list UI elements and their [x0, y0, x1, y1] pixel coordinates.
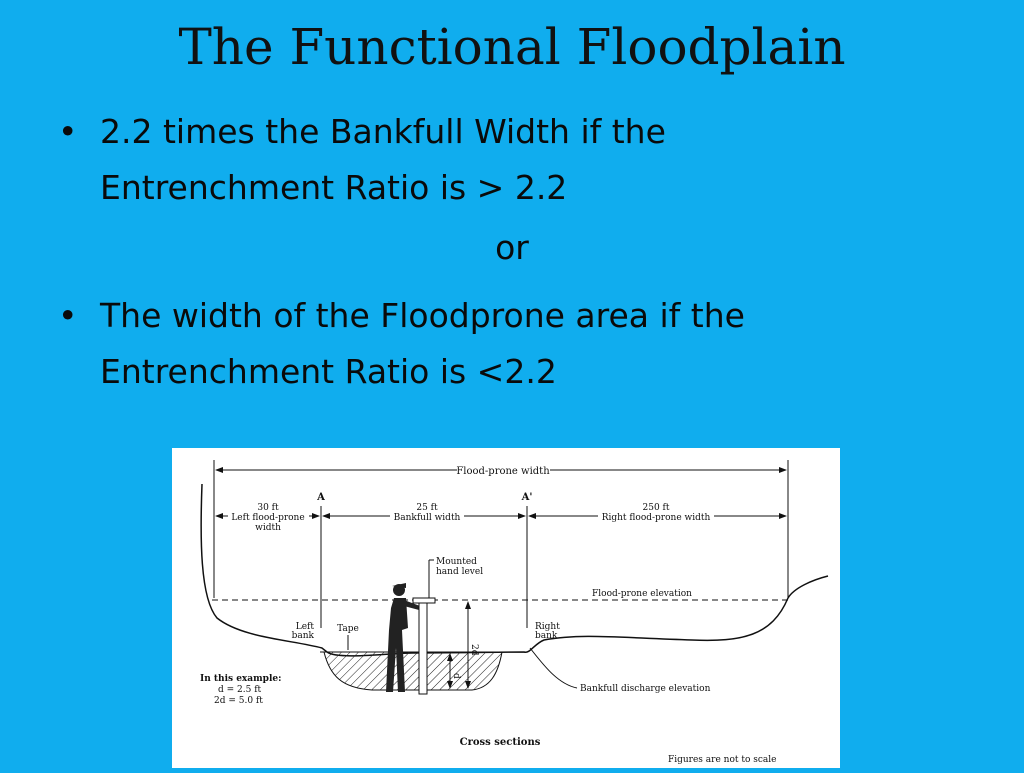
mounted-label-2: hand level: [436, 567, 483, 577]
survey-rod: [418, 597, 428, 695]
left-bank-label-2: bank: [292, 631, 315, 641]
right-width-value: 250 ft: [643, 503, 670, 513]
two-d-label: 2d: [469, 644, 479, 656]
bullet-dot: •: [58, 296, 78, 335]
slide-title: The Functional Floodplain: [178, 18, 846, 76]
flood-prone-width-label: Flood-prone width: [456, 466, 550, 477]
figure-note: Figures are not to scale: [668, 755, 776, 765]
bullet-item-1: • 2.2 times the Bankfull Width if the En…: [58, 104, 958, 216]
cross-section-diagram: Flood-prone width A A' 30 ft Left flood-…: [200, 460, 829, 765]
bankfull-discharge-leader: [529, 647, 578, 689]
example-title: In this example:: [200, 674, 281, 684]
connector-or: or: [495, 228, 529, 267]
bullet-2-line-2: Entrenchment Ratio is <2.2: [100, 352, 557, 391]
left-bank-label-1: Left: [296, 622, 315, 632]
right-bank-label-2: bank: [535, 631, 558, 641]
point-a-prime-label: A': [521, 492, 533, 503]
d-label: d: [451, 673, 461, 679]
right-bank-label-1: Right: [535, 622, 560, 632]
left-width-label-1: Left flood-prone: [231, 513, 304, 523]
left-width-label-2: width: [255, 523, 281, 533]
cross-section-figure: Flood-prone width A A' 30 ft Left flood-…: [172, 448, 840, 768]
figure-caption: Cross sections: [460, 737, 541, 748]
bullet-1-line-2: Entrenchment Ratio is > 2.2: [100, 168, 568, 207]
bullet-item-2: • The width of the Floodprone area if th…: [58, 288, 958, 400]
mounted-label-1: Mounted: [436, 557, 477, 567]
example-2d: 2d = 5.0 ft: [214, 696, 263, 706]
bankfull-value: 25 ft: [416, 503, 438, 513]
bullet-1-line-1: 2.2 times the Bankfull Width if the: [100, 112, 666, 151]
channel-bed: [323, 651, 503, 691]
point-a-label: A: [316, 492, 325, 503]
flood-prone-elevation-label: Flood-prone elevation: [592, 589, 692, 599]
bankfull-label: Bankfull width: [394, 513, 461, 523]
tape-label: Tape: [337, 624, 359, 634]
bullet-dot: •: [58, 112, 78, 151]
mounted-hand-level: [412, 597, 436, 604]
surveyor-person-icon: [386, 583, 420, 692]
left-width-value: 30 ft: [257, 503, 279, 513]
bankfull-discharge-label: Bankfull discharge elevation: [580, 684, 711, 694]
right-width-label: Right flood-prone width: [602, 513, 711, 523]
bullet-2-line-1: The width of the Floodprone area if the: [100, 296, 745, 335]
example-d: d = 2.5 ft: [218, 685, 262, 695]
